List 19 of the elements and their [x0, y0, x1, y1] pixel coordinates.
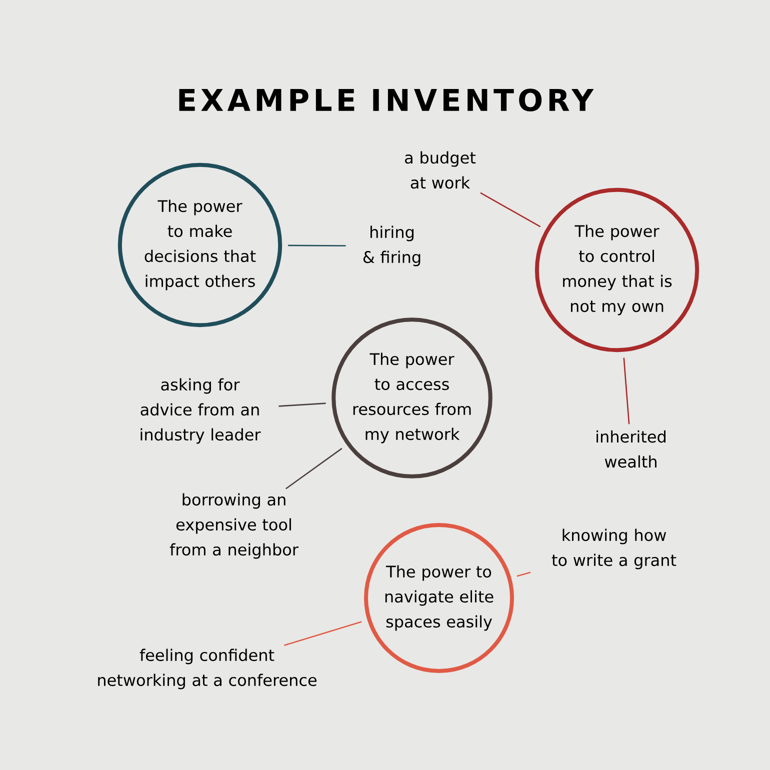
example-text: a budget at work: [405, 151, 476, 189]
example-text: hiring & firing: [363, 226, 420, 266]
circle-node: The power to navigate elite spaces easily: [364, 523, 514, 673]
connector-line: [480, 192, 541, 228]
circle-node: The power to control money that is not my own: [534, 188, 700, 352]
connector-line: [284, 621, 362, 646]
example-text: inherited wealth: [596, 430, 666, 468]
connector-line: [278, 402, 326, 407]
circle-node: The power to access resources from my network: [332, 318, 492, 478]
connector-line: [516, 572, 531, 577]
example-text: feeling confident networking at a conference: [98, 648, 316, 690]
title: EXAMPLE INVENTORY: [179, 88, 594, 112]
connector-line: [623, 358, 630, 424]
example-text: asking for advice from an industry leader: [140, 378, 261, 444]
example-text: knowing how to write a grant: [552, 528, 676, 570]
connector-line: [288, 244, 346, 246]
example-text: borrowing an expensive tool from a neighbor: [170, 493, 298, 559]
connector-line: [285, 448, 342, 490]
circle-node: The power to make decisions that impact others: [118, 162, 282, 328]
